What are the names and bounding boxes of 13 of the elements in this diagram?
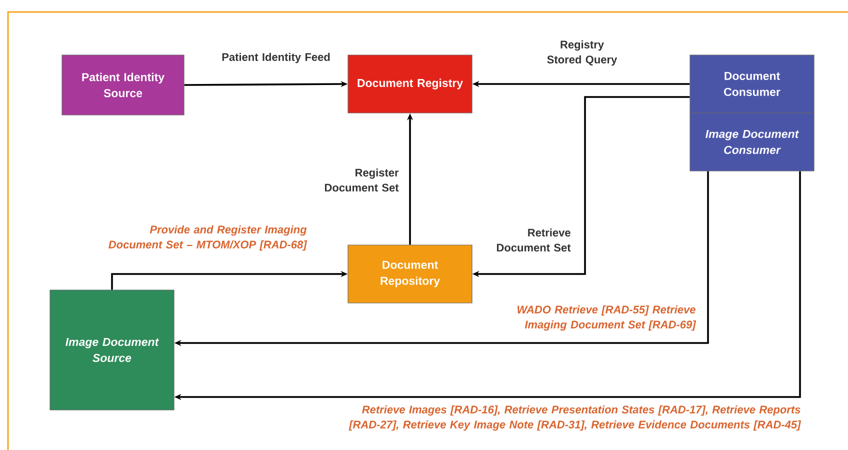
edge-label: Registry Stored Query xyxy=(547,40,618,66)
edge-label: Patient Identity Feed xyxy=(222,52,330,64)
process-box: Document Registry xyxy=(348,54,472,114)
edge-label: Retrieve Document Set xyxy=(496,228,571,252)
process-box: Document Consumer xyxy=(690,54,814,114)
edge-label: Register Document Set xyxy=(324,168,399,192)
process-box: Document Repository xyxy=(348,244,472,304)
process-box: Patient Identity Source xyxy=(62,54,184,116)
process-box: Image Document Consumer xyxy=(690,112,814,172)
process-box: Image Document Source xyxy=(50,290,174,410)
edge-label: Retrieve Images [RAD-16], Retrieve Presentation States [RAD-17], Retrieve Reports [RAD-27], Retrieve Key Image Note [RAD-31], Retrieve Evidence Documents [RAD-45] xyxy=(348,405,802,431)
edge-label: WADO Retrieve [RAD-55] Retrieve Imaging Document Set [RAD-69] xyxy=(518,305,696,331)
edge-label: Provide and Register Imaging Document Set – MTOM/XOP [RAD-68] xyxy=(108,225,308,251)
